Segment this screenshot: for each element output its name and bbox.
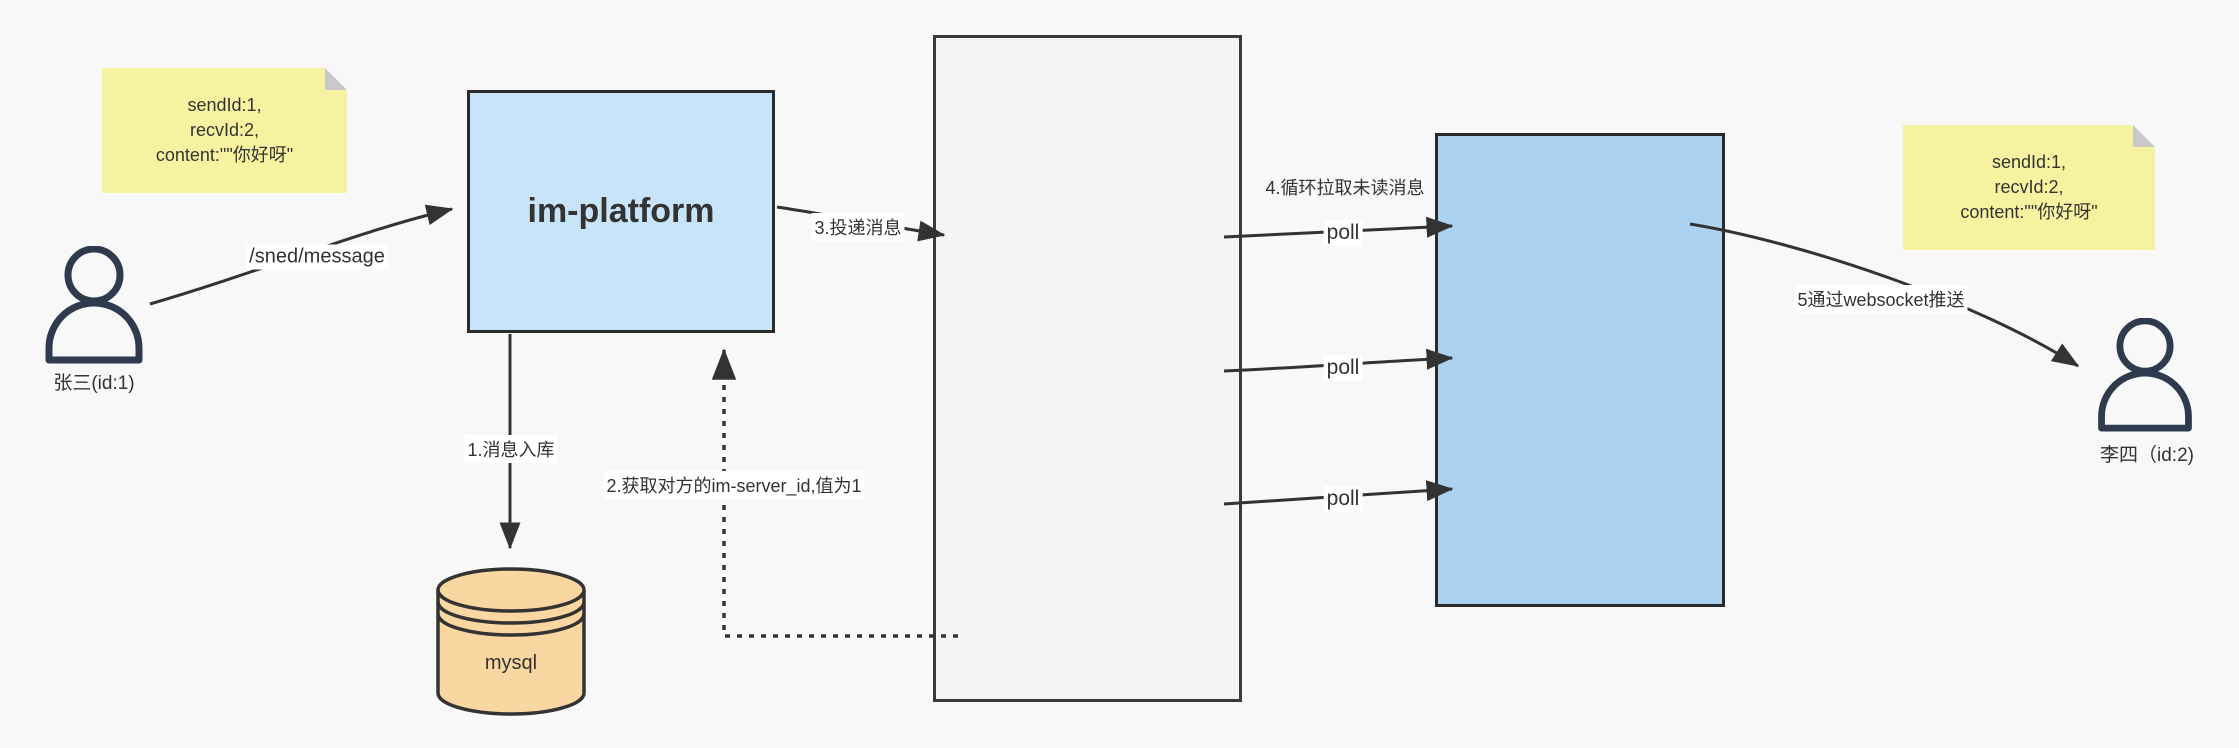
receiver-name: 李四（id:2) <box>2100 445 2194 466</box>
edge-label-poll-3: poll <box>1323 486 1363 512</box>
mysql-label: mysql <box>484 652 538 674</box>
im-platform-label: im-platform <box>527 192 715 230</box>
im-server-cluster <box>1435 133 1725 607</box>
edge-label-poll-2: poll <box>1323 355 1363 381</box>
note-fold-icon <box>2133 125 2155 147</box>
message-note-right: sendId:1, recvId:2, content:""你好呀" <box>1903 125 2155 250</box>
note-line: recvId:2, <box>1994 177 2064 197</box>
edge-label-step4: 4.循环拉取未读消息 <box>1265 178 1425 198</box>
redis-container <box>933 35 1242 702</box>
edge-label-step2: 2.获取对方的im-server_id,值为1 <box>603 471 865 499</box>
edge-label-send-route: /sned/message <box>246 244 388 270</box>
message-note-left: sendId:1, recvId:2, content:""你好呀" <box>102 68 347 193</box>
note-line: content:""你好呀" <box>155 145 294 165</box>
mysql-cylinder-icon <box>436 567 586 716</box>
edge-label-step1: 1.消息入库 <box>464 435 558 463</box>
edge-label-step5: 5通过websocket推送 <box>1794 285 1968 313</box>
user-icon <box>45 246 143 364</box>
user-icon <box>2098 318 2192 432</box>
note-fold-icon <box>325 68 347 90</box>
note-line: sendId:1, <box>187 95 262 115</box>
sender-name: 张三(id:1) <box>53 373 135 394</box>
note-line: content:""你好呀" <box>1960 202 2098 222</box>
im-platform-node: im-platform <box>467 90 775 333</box>
edge-label-step3: 3.投递消息 <box>811 213 905 241</box>
note-line: sendId:1, <box>1991 152 2067 172</box>
edge-label-poll-1: poll <box>1323 220 1363 246</box>
note-line: recvId:2, <box>189 120 260 140</box>
